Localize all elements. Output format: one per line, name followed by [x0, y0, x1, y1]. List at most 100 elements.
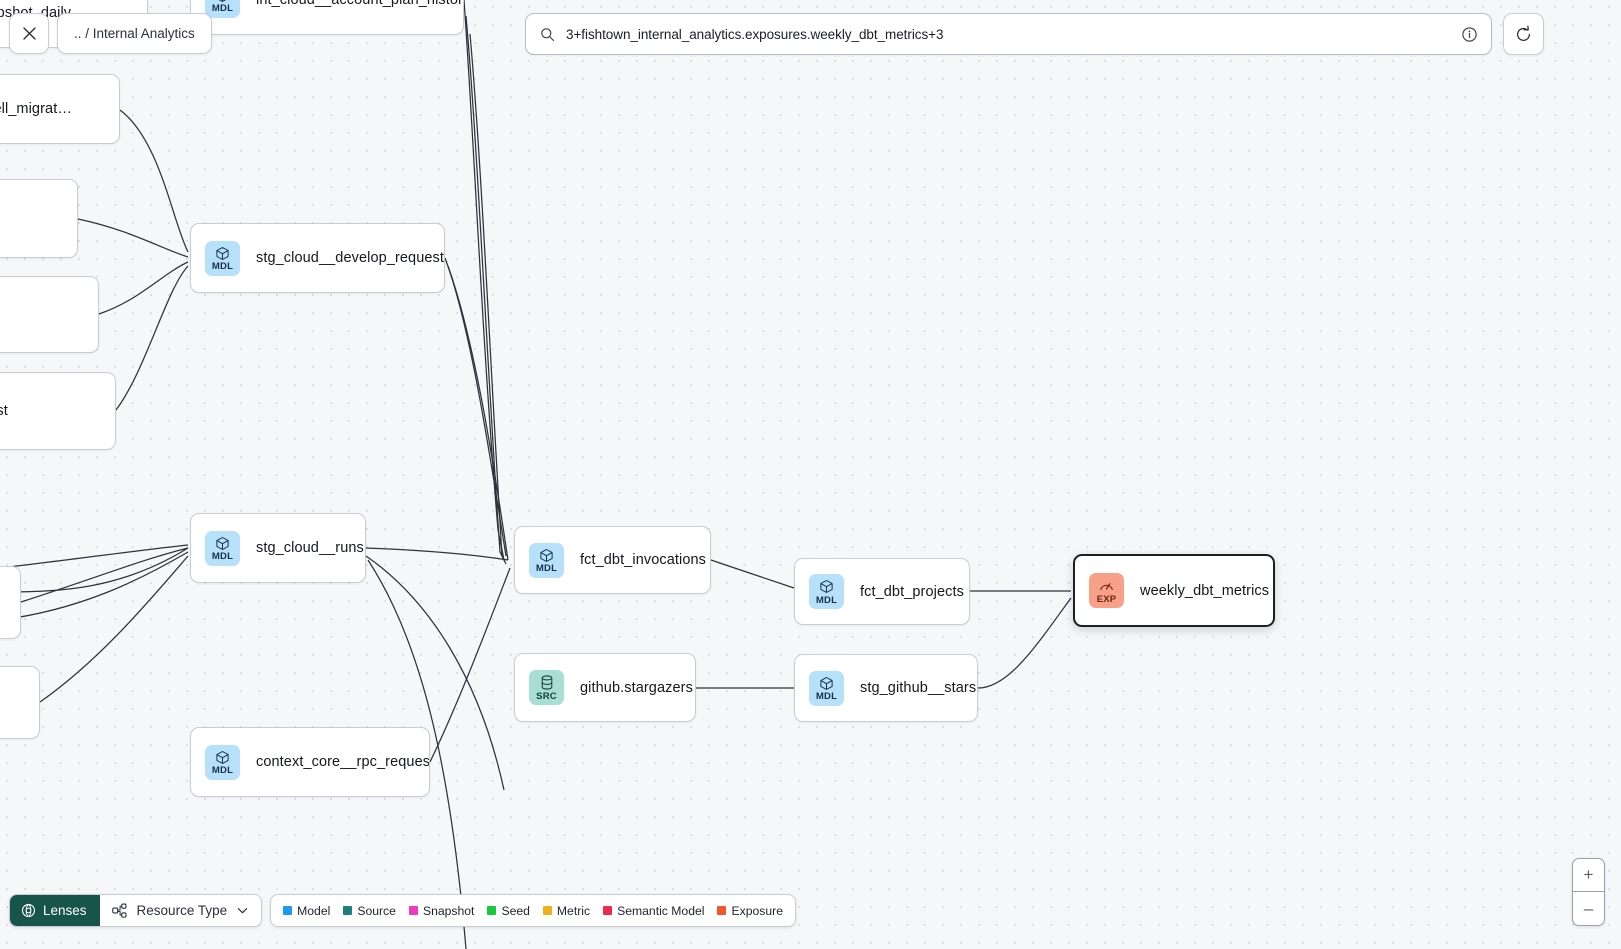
node-type-badge-src: SRC [529, 670, 564, 705]
graph-node[interactable]: MDL stg_cloud__runs [190, 513, 366, 583]
node-label: github.stargazers [580, 679, 693, 696]
node-label: _develop_request [0, 403, 8, 419]
legend-swatch [283, 906, 293, 915]
legend-swatch [542, 906, 552, 915]
node-type-badge-mdl: MDL [205, 240, 240, 276]
node-type-badge-label: EXP [1096, 593, 1117, 605]
node-label: stg_cloud__develop_requests [256, 250, 445, 266]
cube-icon [219, 0, 226, 2]
lineage-edge [463, 0, 505, 561]
node-label: weekly_dbt_metrics [1140, 582, 1270, 599]
legend-label: Model [297, 903, 331, 918]
legend-swatch [343, 906, 353, 915]
legend-item[interactable]: Source [343, 904, 396, 918]
close-button[interactable] [9, 13, 49, 54]
lineage-edge [0, 547, 189, 593]
lenses-label: Lenses [43, 903, 87, 918]
refresh-button[interactable] [1503, 13, 1544, 55]
info-icon[interactable] [1461, 26, 1478, 43]
legend-label: Metric [556, 903, 591, 918]
legend-label: Semantic Model [617, 903, 705, 918]
refresh-icon [1516, 25, 1531, 41]
graph-node[interactable]: SRC github.stargazers [514, 653, 696, 722]
lineage-edge [39, 555, 189, 703]
legend-item[interactable]: Model [283, 904, 330, 918]
node-type-badge-label: MDL [211, 765, 234, 776]
node-type-badge-label: MDL [211, 3, 234, 14]
node-type-badge-mdl: MDL [205, 744, 240, 780]
search-bar[interactable] [525, 13, 1492, 55]
cube-icon [820, 580, 833, 593]
node-label: fct_dbt_projects [860, 583, 964, 600]
node-type-badge-label: MDL [815, 594, 838, 606]
lens-icon [21, 903, 36, 918]
lineage-edge [0, 544, 189, 569]
node-type-badge-label: MDL [815, 691, 838, 702]
lineage-edge [977, 597, 1072, 689]
graph-node[interactable]: MDL fct_dbt_projects [794, 558, 970, 625]
node-type-badge-mdl: MDL [529, 542, 564, 578]
lineage-edge [0, 551, 189, 621]
node-label: stg_cloud__runs [256, 540, 364, 556]
graph-node[interactable]: _develop_request [0, 372, 116, 450]
close-icon [22, 27, 36, 40]
legend-swatch [487, 906, 497, 915]
legend-item[interactable]: Semantic Model [603, 904, 704, 918]
graph-node[interactable]: MDL stg_github__stars [794, 654, 978, 722]
lineage-edge [710, 559, 795, 589]
graph-node[interactable]: multicell_migrat… [0, 74, 120, 144]
gauge-icon [1100, 583, 1113, 590]
legend-item[interactable]: Snapshot [408, 903, 475, 918]
zoom-in-button[interactable]: + [1573, 859, 1604, 892]
legend-label: Snapshot [422, 903, 475, 918]
lineage-edge [469, 33, 507, 565]
resource-type-legend: Model Source Snapshot Seed Metric Semantic Mo… [270, 894, 796, 927]
node-type-badge-label: SRC [536, 690, 557, 702]
lineage-edge [119, 109, 189, 253]
lineage-edge [77, 218, 189, 258]
graph-node[interactable]: .run [0, 666, 40, 739]
node-type-badge-label: MDL [535, 563, 558, 574]
node-type-badge-label: MDL [211, 261, 234, 272]
graph-node[interactable]: n [0, 566, 21, 639]
search-input[interactable] [566, 26, 1461, 42]
cube-icon [216, 246, 229, 260]
legend-label: Exposure [731, 903, 783, 918]
legend-swatch [408, 906, 418, 915]
legend-label: Source [357, 903, 396, 918]
breadcrumb[interactable]: .. / Internal Analytics [57, 13, 212, 54]
resource-type-dropdown[interactable]: Resource Type [99, 895, 262, 926]
node-type-badge-mdl: MDL [205, 0, 240, 18]
lenses-button[interactable]: Lenses [10, 895, 100, 926]
legend-item[interactable]: Seed [487, 903, 530, 918]
cube-icon [216, 536, 229, 550]
zoom-out-button[interactable]: – [1583, 898, 1594, 918]
legend-label: Seed [501, 903, 530, 918]
nodes-icon [111, 902, 127, 918]
node-type-badge-label: MDL [211, 551, 234, 562]
lineage-edge [365, 547, 509, 561]
node-label: stg_github__stars [860, 680, 977, 696]
graph-node[interactable]: velop_request [0, 276, 99, 353]
graph-node[interactable]: EXP weekly_dbt_metrics [1073, 554, 1275, 627]
lineage-edge [444, 257, 507, 557]
lineage-edge [429, 567, 511, 763]
cube-icon [216, 750, 229, 764]
graph-node[interactable]: op_request [0, 179, 78, 258]
breadcrumb-label: .. / Internal Analytics [74, 26, 195, 41]
node-type-badge-mdl: MDL [205, 530, 240, 566]
lineage-edge [447, 265, 509, 561]
legend-item[interactable]: Exposure [717, 904, 783, 918]
legend-item[interactable]: Metric [542, 903, 591, 918]
node-type-badge-mdl: MDL [809, 670, 844, 706]
legend-swatch [603, 906, 613, 915]
graph-node[interactable]: MDL stg_cloud__develop_requests [190, 223, 445, 293]
bottom-toolbar: Lenses Resource Type Model Source Snapshot… [9, 894, 796, 927]
lenses-group: Lenses Resource Type [9, 894, 263, 927]
lineage-edge [465, 15, 506, 563]
